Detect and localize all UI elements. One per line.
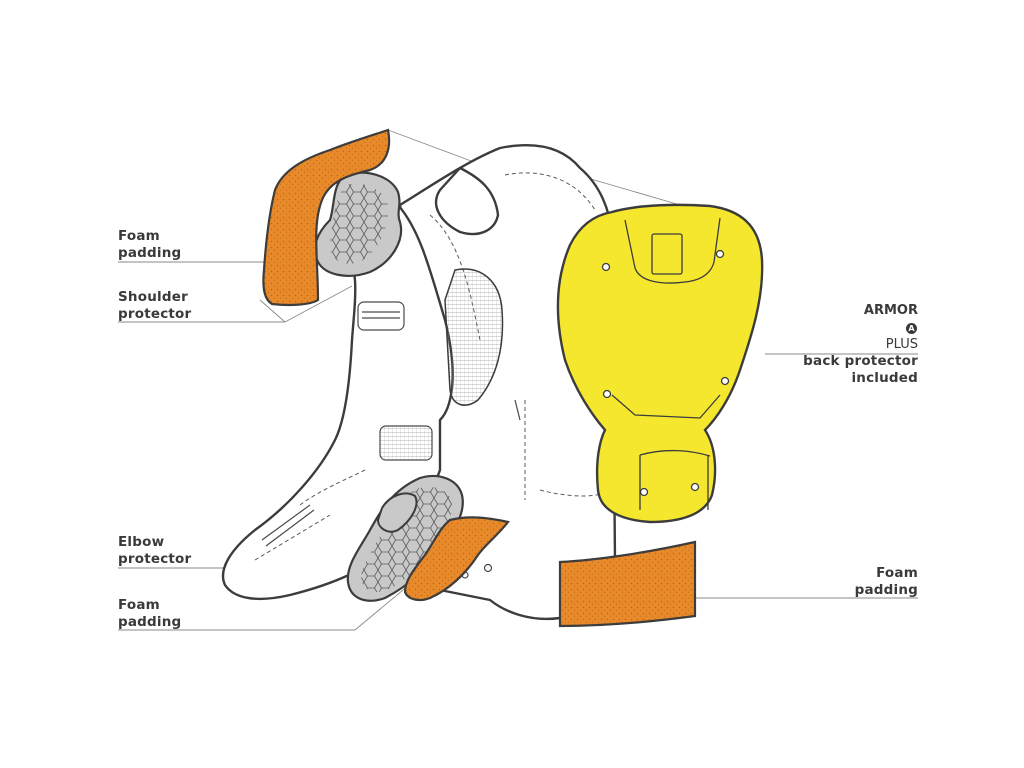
label-line: Shoulder bbox=[118, 289, 188, 305]
mesh-vent-panel bbox=[444, 268, 504, 406]
label-line: Elbow bbox=[118, 534, 165, 550]
label-line: padding bbox=[118, 614, 182, 630]
label-back-protector: ARMOR A PLUS back protector included bbox=[803, 302, 918, 387]
label-line: Foam bbox=[876, 565, 918, 581]
brand-armor: ARMOR bbox=[863, 303, 918, 318]
foam-padding-shoulder-texture bbox=[263, 130, 390, 305]
back-protector-rivets bbox=[601, 249, 730, 497]
label-foam-padding-bottom: Foam padding bbox=[118, 597, 181, 631]
jacket-details bbox=[261, 301, 521, 579]
label-foam-padding-right: Foam padding bbox=[855, 565, 918, 599]
label-line: padding bbox=[118, 245, 182, 261]
label-foam-padding-top: Foam padding bbox=[118, 228, 181, 262]
label-shoulder-protector: Shoulder protector bbox=[118, 289, 191, 323]
armor-plus-brand: ARMOR A PLUS bbox=[803, 302, 918, 353]
label-line: Foam bbox=[118, 228, 160, 244]
shoulder-protector-hex bbox=[329, 183, 389, 264]
foam-padding-elbow-texture bbox=[405, 517, 508, 600]
back-protector-details bbox=[611, 217, 721, 510]
back-protector bbox=[556, 203, 764, 524]
armor-badge-icon: A bbox=[906, 323, 917, 334]
elbow-protector-hex bbox=[361, 486, 452, 592]
label-line: Foam bbox=[118, 597, 160, 613]
label-line: back protector bbox=[803, 353, 918, 369]
foam-padding-back-texture bbox=[560, 542, 695, 626]
label-elbow-protector: Elbow protector bbox=[118, 534, 191, 568]
label-line: protector bbox=[118, 306, 192, 322]
brand-plus: PLUS bbox=[885, 337, 918, 352]
label-line: protector bbox=[118, 551, 192, 567]
elbow-cap bbox=[376, 492, 418, 533]
label-line: included bbox=[851, 370, 918, 386]
label-line: padding bbox=[854, 582, 918, 598]
